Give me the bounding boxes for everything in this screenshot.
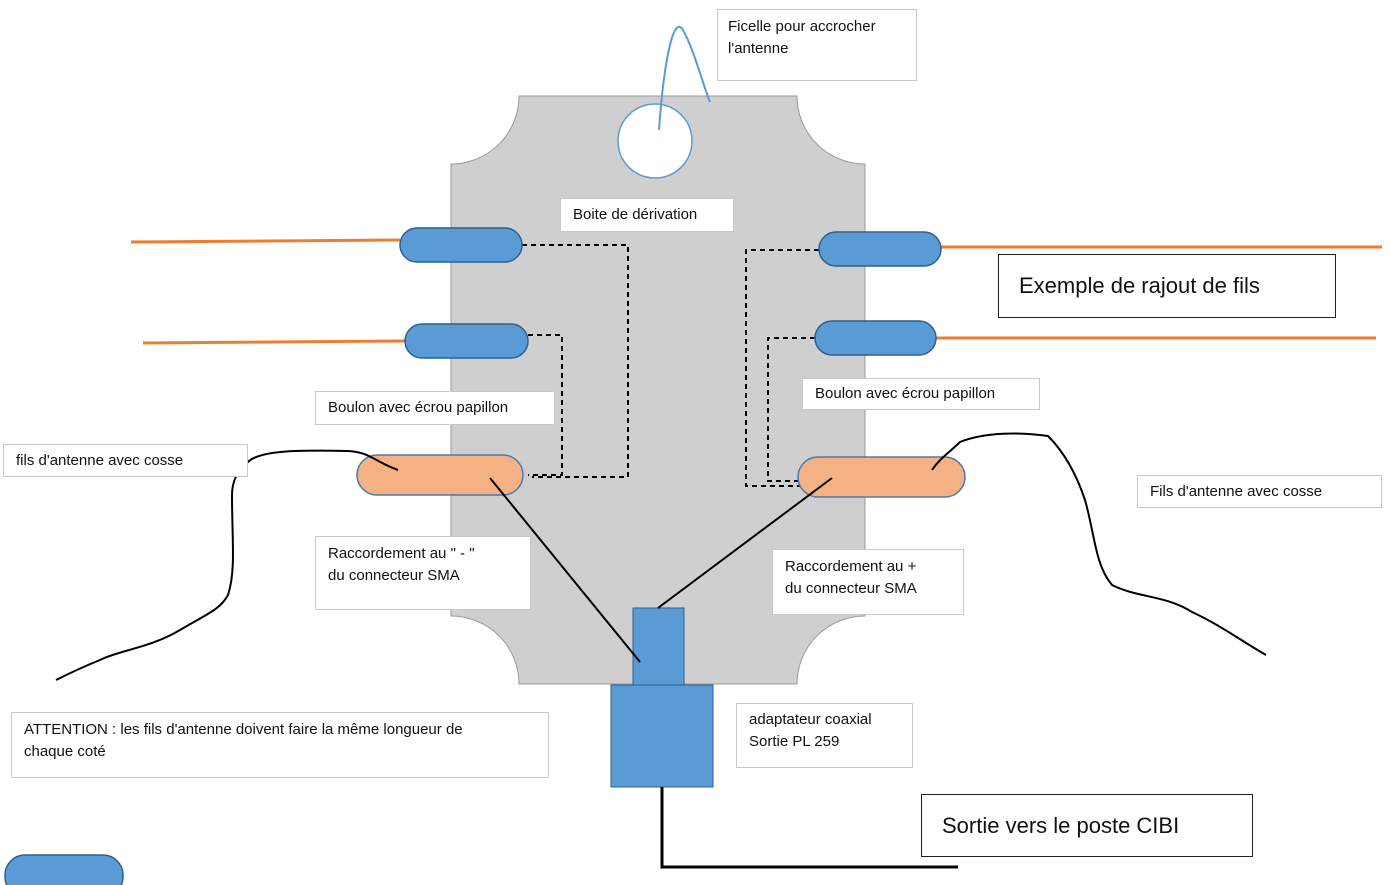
added-wire-left-top <box>130 238 401 244</box>
pl259-adapter <box>610 684 714 788</box>
label-ficelle: Ficelle pour accrocher l'antenne <box>717 9 917 81</box>
bolt-right-top <box>818 231 942 267</box>
bolt-left-top <box>399 227 523 263</box>
wire-minus-to-sma <box>489 477 641 663</box>
lug-left <box>356 454 524 496</box>
sma-connector <box>632 607 685 686</box>
hanging-ring <box>617 103 693 179</box>
legend-swatch-bolt <box>4 854 124 885</box>
label-fils-right: Fils d'antenne avec cosse <box>1137 475 1382 508</box>
bolt-left-bottom <box>404 323 529 359</box>
antenna-wire-right <box>931 432 1267 656</box>
label-attention: ATTENTION : les fils d'antenne doivent f… <box>11 712 549 778</box>
junction-box <box>450 95 866 685</box>
antenna-wire-left <box>55 449 399 681</box>
lug-right <box>797 456 966 498</box>
label-exemple-rajout: Exemple de rajout de fils <box>998 254 1336 318</box>
label-sortie-cibi: Sortie vers le poste CIBI <box>921 794 1253 857</box>
dashed-link-right-bottom <box>767 337 815 482</box>
label-boite-derivation: Boite de dérivation <box>560 198 734 232</box>
label-raccord-plus: Raccordement au + du connecteur SMA <box>772 549 964 615</box>
hanging-string <box>658 25 711 131</box>
dashed-link-right-top <box>745 249 819 487</box>
bolt-right-bottom <box>814 320 937 356</box>
dashed-link-left-bottom <box>528 334 563 476</box>
wire-plus-to-sma <box>657 477 833 609</box>
label-boulon-left: Boulon avec écrou papillon <box>315 391 555 425</box>
label-boulon-right: Boulon avec écrou papillon <box>802 378 1040 410</box>
label-adaptateur: adaptateur coaxial Sortie PL 259 <box>736 703 913 768</box>
added-wire-left-bottom <box>142 339 406 345</box>
label-fils-left: fils d'antenne avec cosse <box>3 444 248 477</box>
coax-cable <box>660 787 958 869</box>
label-raccord-minus: Raccordement au " - " du connecteur SMA <box>315 536 531 610</box>
